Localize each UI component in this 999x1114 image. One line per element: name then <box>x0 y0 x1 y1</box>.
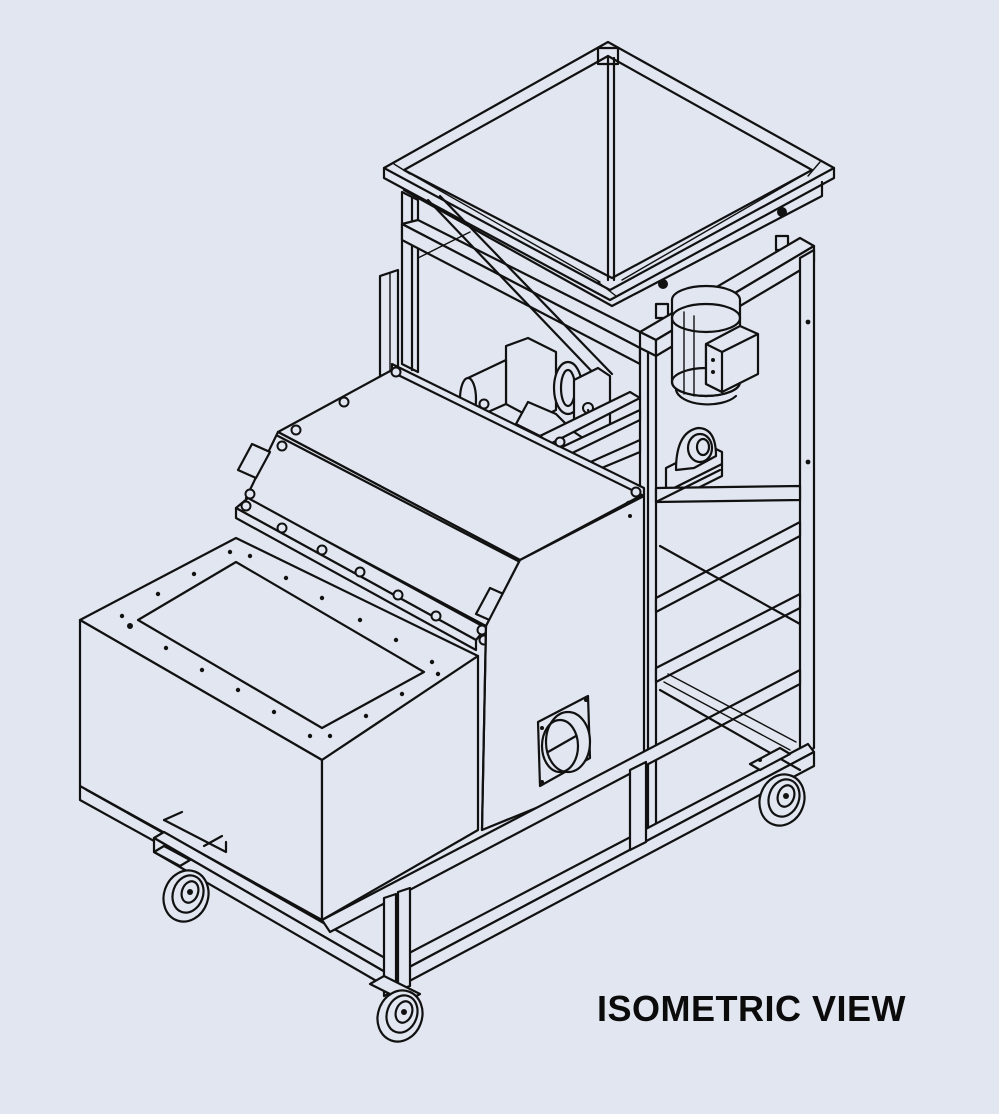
slanted-cover <box>234 362 646 832</box>
pillow-block-bearing <box>458 336 724 500</box>
caster-front-center <box>376 989 424 1043</box>
hopper <box>382 40 836 320</box>
caster-wheels <box>162 773 806 1043</box>
duct-outlet <box>536 694 592 788</box>
cart-frame <box>152 468 816 1004</box>
rivet-dots <box>119 549 441 739</box>
caster-rear-right <box>758 773 806 827</box>
caster-front-left <box>162 869 210 923</box>
view-title-label: ISOMETRIC VIEW <box>597 988 907 1029</box>
electric-motor <box>670 284 760 406</box>
